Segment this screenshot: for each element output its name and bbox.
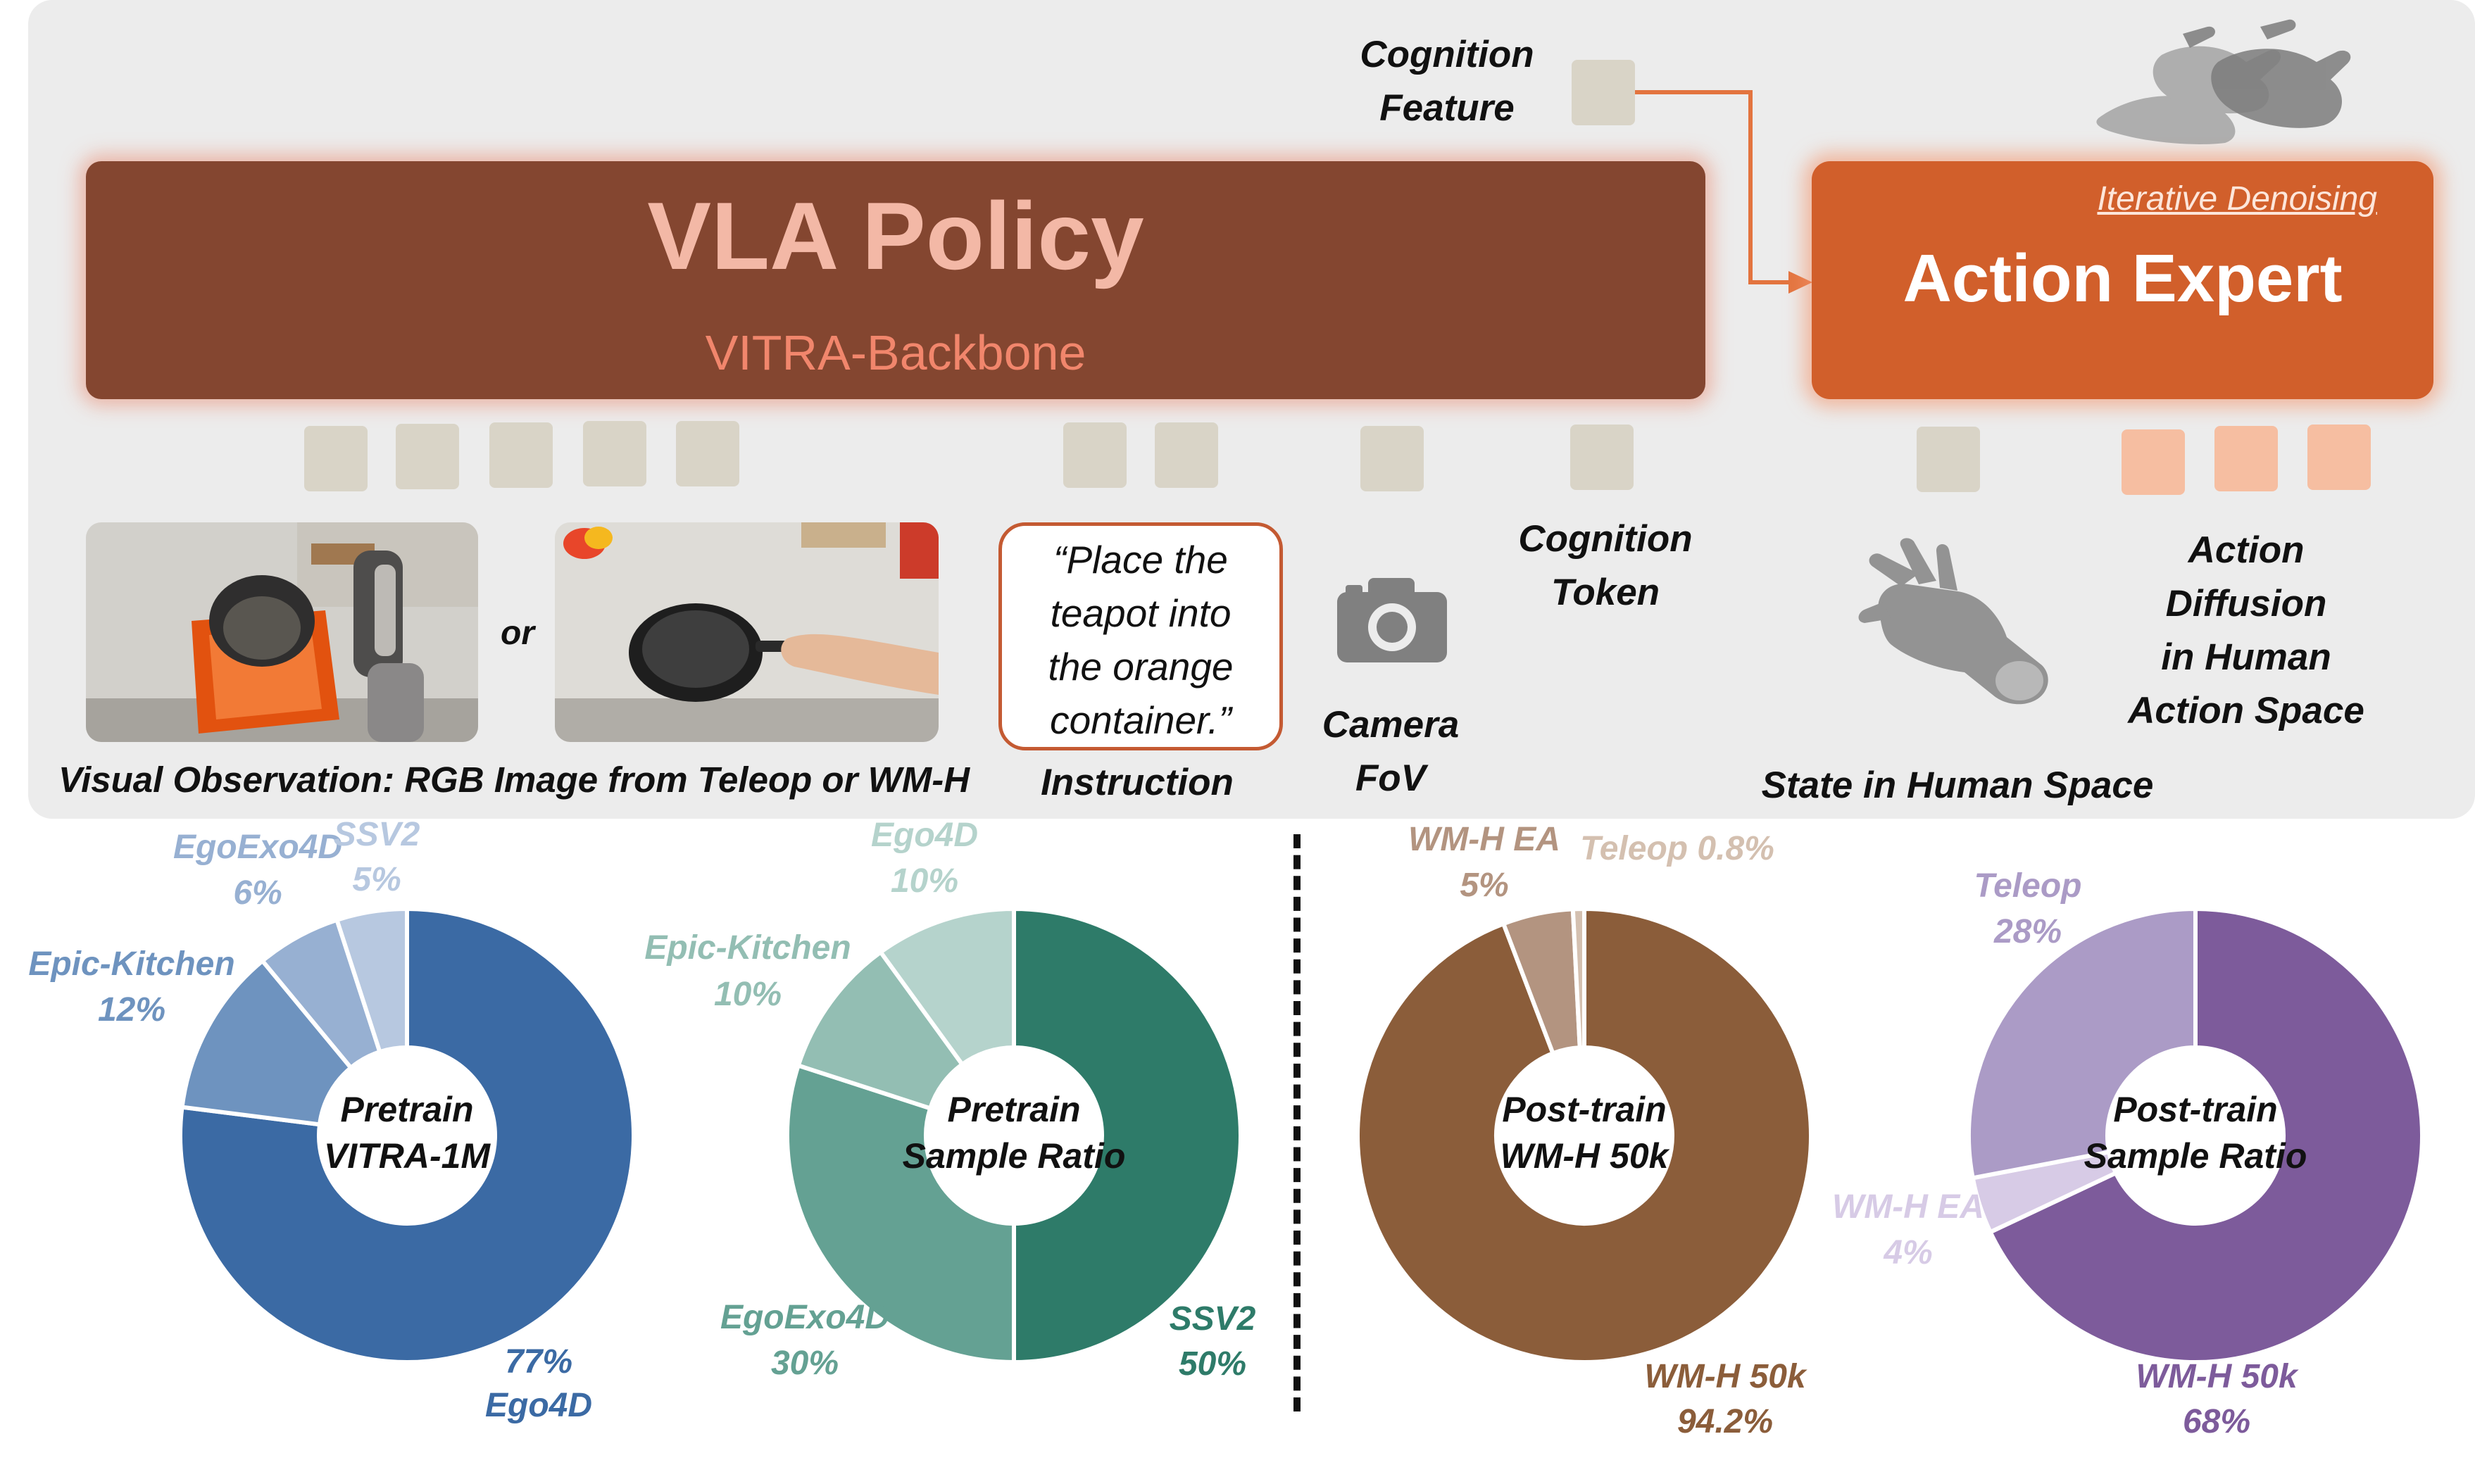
slice-label: WM-H EA — [1408, 821, 1560, 858]
slice-label: Ego4D — [485, 1387, 592, 1424]
slice-label: WM-H 50k — [1644, 1358, 1807, 1395]
slice-label: Epic-Kitchen — [644, 929, 851, 967]
action-token — [2307, 425, 2371, 490]
pie-slice — [877, 906, 1016, 1068]
slice-value-label: 12% — [98, 991, 165, 1029]
instruction-label: Instruction — [1041, 762, 1234, 803]
pie-slice — [795, 949, 965, 1112]
pie-slice — [1355, 906, 1814, 1364]
vla-policy-title: VLA Policy — [647, 182, 1144, 289]
visual-token — [676, 421, 739, 486]
slice-label: EgoExo4D — [173, 829, 342, 866]
donut-center-label: Post-train — [1502, 1090, 1666, 1129]
slice-value-label: 5% — [1460, 867, 1508, 904]
pie-slice — [1966, 906, 2198, 1181]
donut-center-label: WM-H 50k — [1500, 1136, 1670, 1176]
visual-token — [583, 421, 646, 486]
iterative-denoising-label: Iterative Denoising — [2097, 180, 2377, 218]
slice-value-label: 94.2% — [1677, 1403, 1773, 1440]
donut-center-label: Sample Ratio — [903, 1136, 1126, 1176]
wmh-observation-image — [555, 522, 939, 742]
cognition-feature-token — [1572, 60, 1635, 125]
instruction-token — [1063, 422, 1127, 488]
hand-icon — [1858, 538, 2048, 705]
donut-center-label: Pretrain — [948, 1090, 1081, 1129]
slice-value-label: 28% — [1993, 913, 2062, 950]
slice-value-label: 4% — [1883, 1234, 1932, 1271]
camera-token — [1360, 426, 1424, 491]
cognition-token — [1570, 425, 1634, 490]
action-token — [2122, 429, 2185, 495]
pie-slice — [180, 957, 354, 1127]
instruction-token — [1155, 422, 1218, 488]
cognition-arrow — [1635, 90, 1812, 294]
slice-label: WM-H EA — [1832, 1188, 1984, 1226]
slice-label: Teleop 0.8% — [1580, 830, 1774, 867]
slice-label: Epic-Kitchen — [28, 945, 234, 983]
pie-slice — [1012, 906, 1243, 1365]
slice-label: EgoExo4D — [720, 1299, 889, 1336]
visual-token — [396, 424, 459, 489]
slice-value-label: 50% — [1179, 1345, 1246, 1383]
or-label: or — [501, 615, 534, 652]
donut-center-label: Sample Ratio — [2084, 1136, 2307, 1176]
vla-policy-block: VLA Policy VITRA-Backbone — [86, 161, 1705, 399]
slice-label: Teleop — [1974, 867, 2082, 905]
slice-value-label: 5% — [352, 861, 401, 898]
donut-center-label: VITRA-1M — [324, 1136, 491, 1176]
action-expert-block: Iterative Denoising Action Expert — [1812, 161, 2433, 399]
slice-value-label: 30% — [771, 1345, 839, 1382]
slice-label: WM-H 50k — [2136, 1358, 2299, 1395]
vla-backbone-subtitle: VITRA-Backbone — [705, 325, 1086, 380]
action-token — [2214, 426, 2278, 491]
slice-value-label: 77% — [505, 1343, 572, 1381]
slice-value-label: 68% — [2183, 1403, 2250, 1440]
pie-slice — [785, 1062, 1016, 1365]
state-token — [1917, 427, 1980, 492]
slice-value-label: 10% — [891, 862, 958, 900]
visual-token — [489, 422, 553, 488]
section-divider — [1293, 834, 1301, 1411]
visual-observation-caption: Visual Observation: RGB Image from Teleo… — [58, 760, 970, 800]
action-expert-title: Action Expert — [1903, 241, 2343, 316]
slice-label: SSV2 — [1170, 1300, 1256, 1338]
pie-slice — [178, 906, 636, 1364]
donut-center-label: Post-train — [2113, 1090, 2277, 1129]
donut-center-label: Pretrain — [341, 1090, 474, 1129]
slice-label: Ego4D — [871, 817, 978, 854]
slice-value-label: 6% — [233, 874, 282, 912]
camera-icon — [1337, 578, 1447, 662]
hand-trajectory-icon — [2096, 19, 2351, 144]
slice-label: SSV2 — [334, 816, 420, 853]
pie-slice — [1987, 906, 2424, 1364]
slice-value-label: 10% — [714, 976, 782, 1013]
pie-slice — [1570, 906, 1586, 1050]
teleop-observation-image — [86, 522, 478, 742]
pie-slice — [334, 906, 409, 1055]
state-in-human-space-label: State in Human Space — [1761, 765, 2154, 806]
visual-token — [304, 426, 368, 491]
